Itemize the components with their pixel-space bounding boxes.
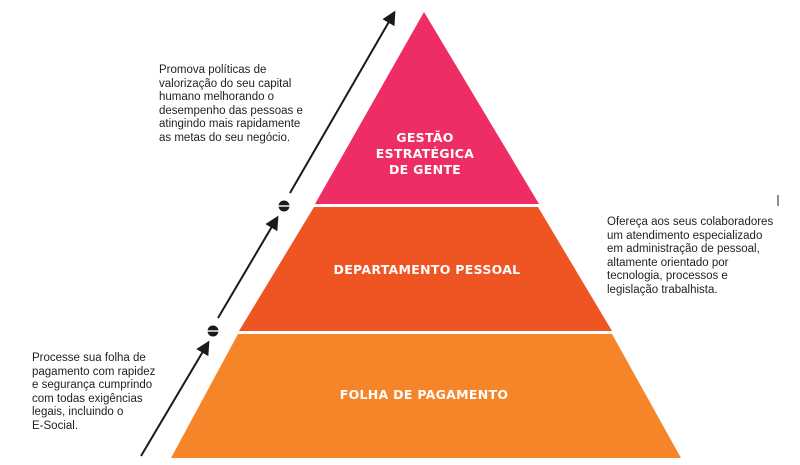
pyramid-layer-departamento-pessoal (239, 207, 612, 331)
layer-label-top-line3: DE GENTE (389, 162, 461, 177)
layer-label-bottom: FOLHA DE PAGAMENTO (340, 387, 509, 402)
arrow-lower (140, 340, 210, 457)
pyramid-layer-folha-de-pagamento (171, 334, 681, 458)
note-gestao-estrategica: Promova políticas de valorização do seu … (159, 64, 303, 144)
note-folha-de-pagamento: Processe sua folha de pagamento com rapi… (32, 352, 156, 432)
note-departamento-pessoal: Ofereça aos seus colaboradores um atendi… (607, 216, 774, 296)
arrow-upper (289, 10, 396, 194)
layer-label-middle: DEPARTAMENTO PESSOAL (334, 262, 521, 277)
step-marker-upper (277, 200, 291, 212)
pyramid-layer-gestao-estrategica (315, 12, 539, 204)
step-marker-lower (206, 325, 220, 337)
layer-label-top-line1: GESTÃO (396, 130, 453, 145)
layer-label-top-line2: ESTRATÉGICA (376, 146, 475, 161)
arrow-middle (217, 215, 279, 319)
